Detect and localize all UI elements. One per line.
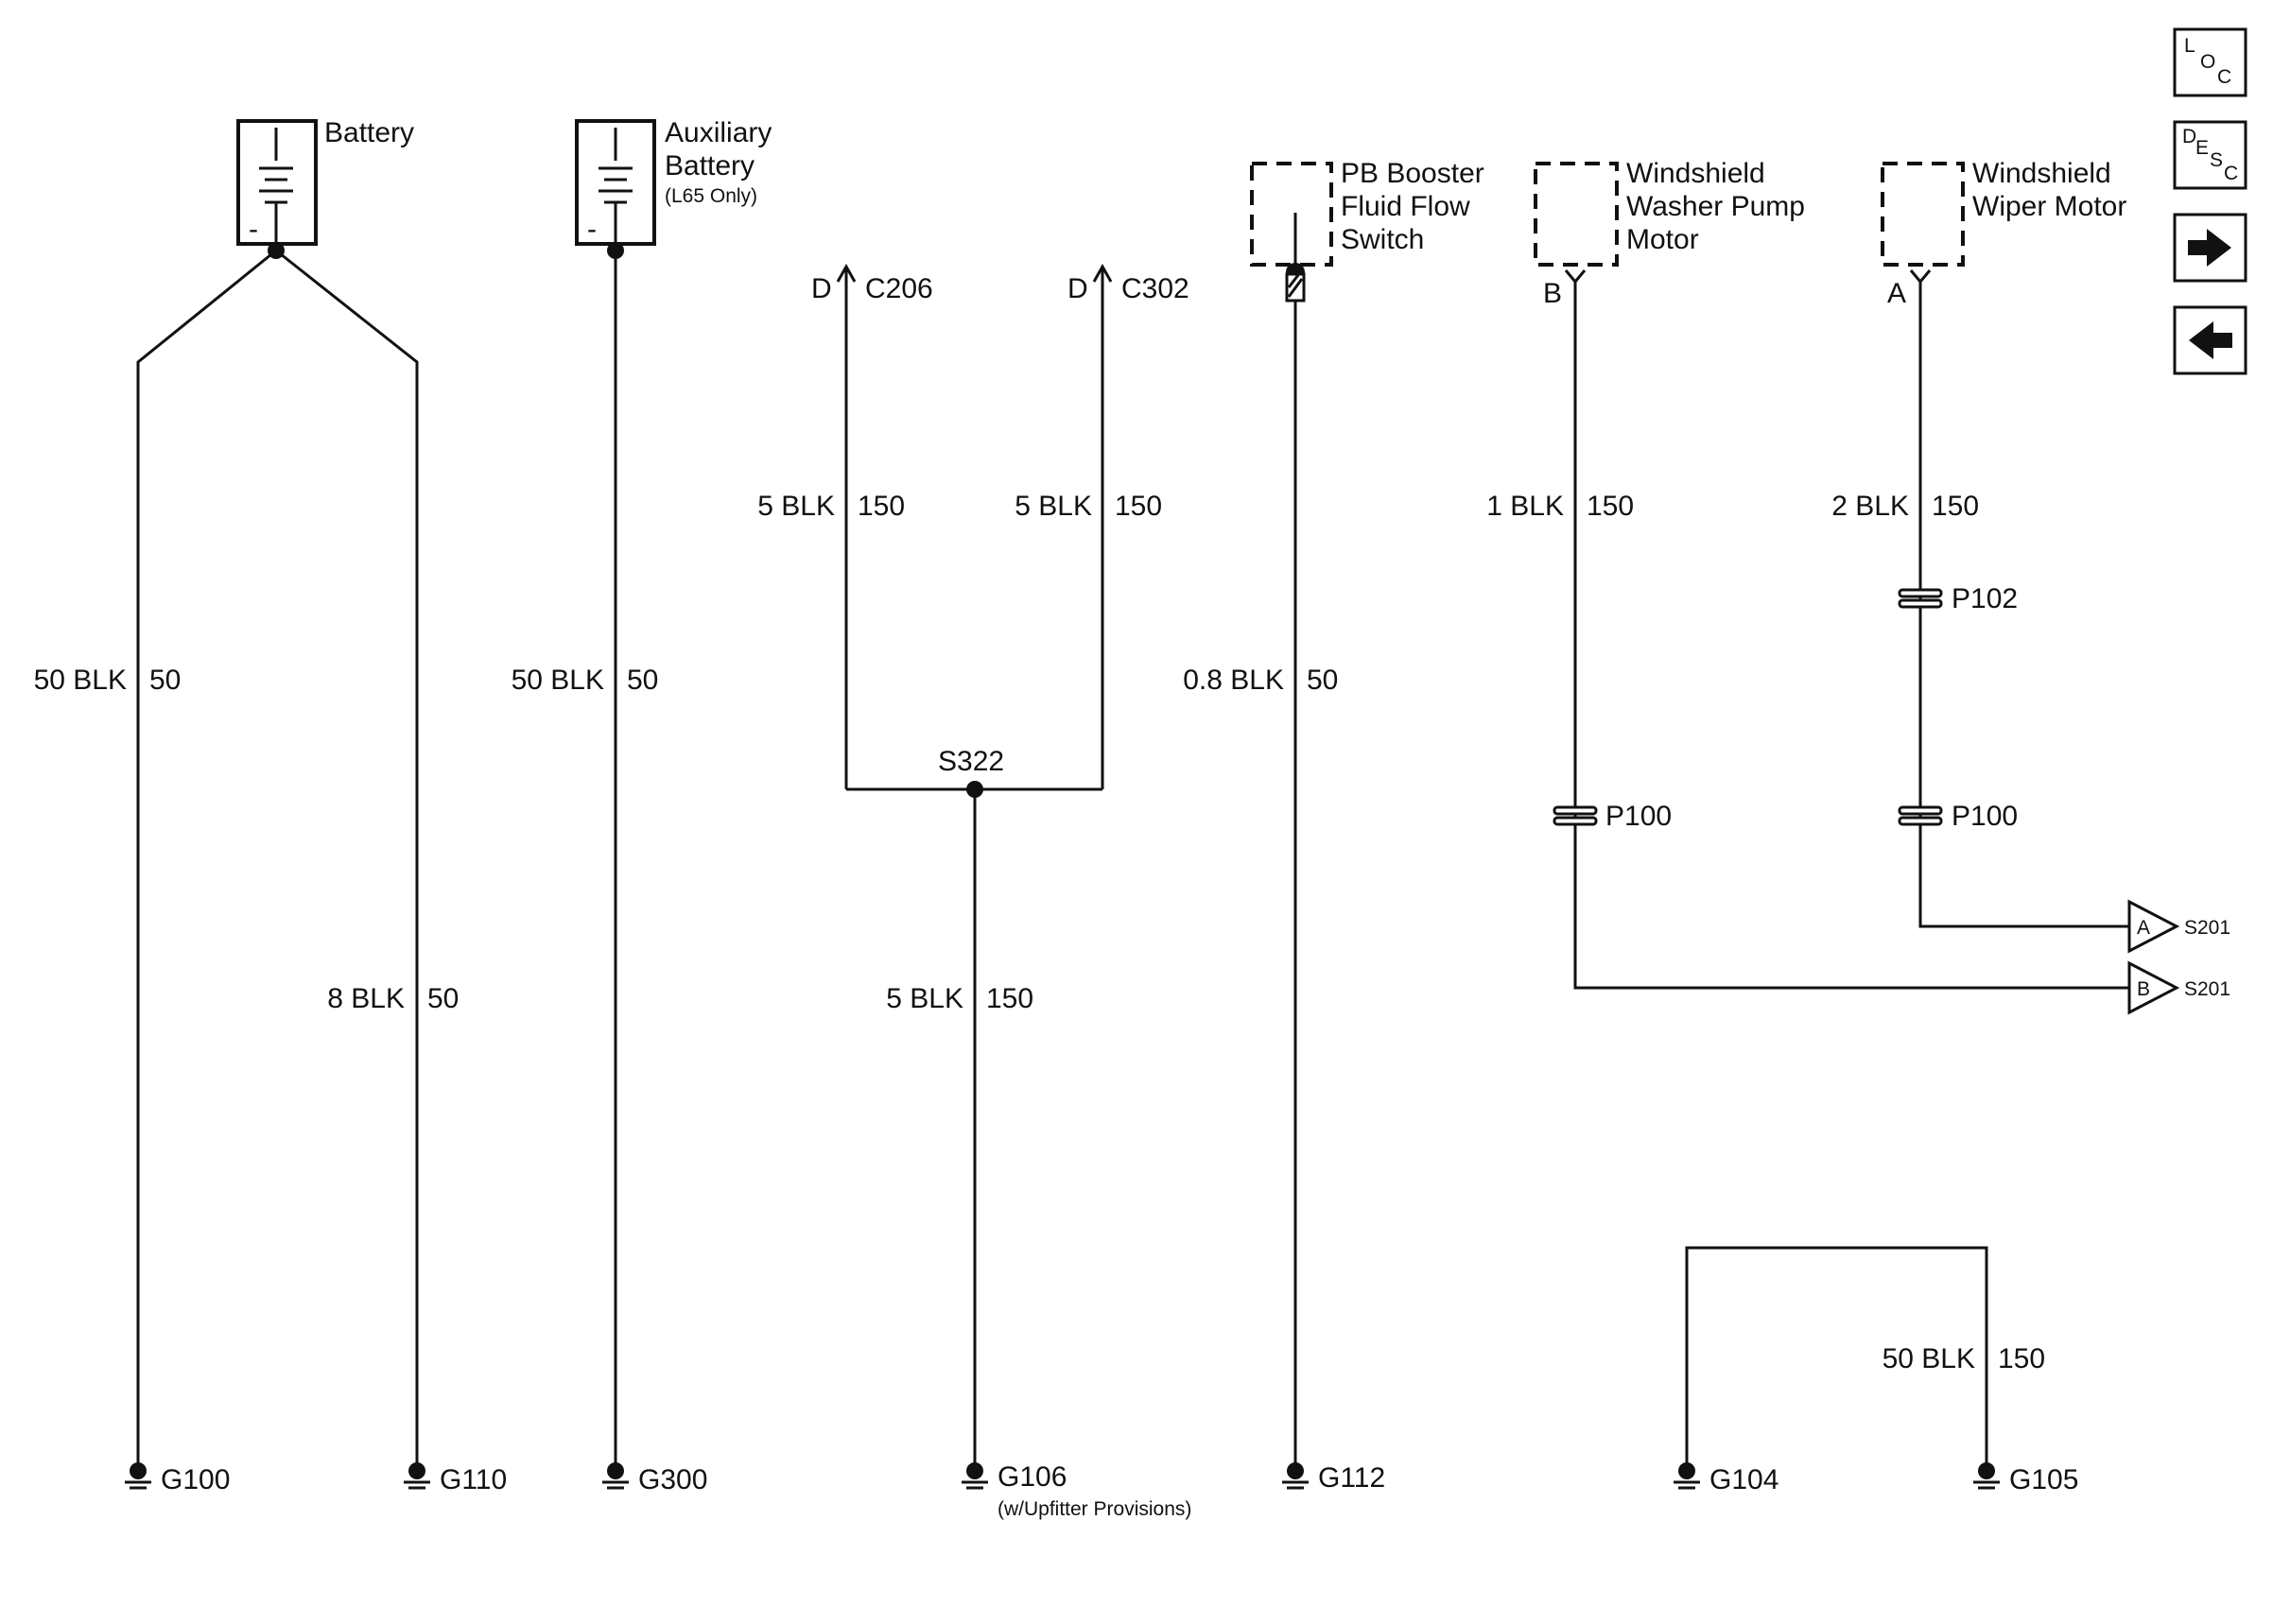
inline-connector-p102: P102 (1898, 583, 2018, 614)
wire-label-circuit: 150 (986, 983, 1033, 1014)
wire-label-circuit: 50 (1307, 665, 1338, 696)
next-page-button[interactable] (2173, 213, 2247, 283)
aux-battery-note: (L65 Only) (665, 185, 757, 207)
windshield-washer-pump-motor: B Windshield Washer Pump Motor (1534, 158, 1805, 309)
ground-g300-label: G300 (638, 1464, 707, 1495)
ground-g300[interactable]: G300 (602, 1462, 707, 1495)
pb-booster-fluid-flow-switch: PB Booster Fluid Flow Switch (1250, 158, 1484, 269)
pb-switch-label-line1: PB Booster (1341, 158, 1484, 189)
wire-label-circuit: 50 (427, 983, 459, 1014)
battery-negative-sign: - (249, 214, 258, 245)
inline-connector-p100-wiper-label: P100 (1952, 801, 2018, 832)
ground-g106-note: (w/Upfitter Provisions) (998, 1498, 1191, 1520)
loc-letter-o: O (2200, 51, 2215, 73)
ground-g100[interactable]: G100 (125, 1462, 230, 1495)
wire-label-spec: 50 BLK (34, 665, 127, 696)
battery-label: Battery (324, 117, 414, 148)
offpage-a-letter: A (2137, 917, 2150, 939)
wire-label-circuit: 150 (858, 491, 905, 522)
inline-connector-p100-wiper: P100 (1898, 801, 2018, 832)
washer-label-line2: Washer Pump (1626, 191, 1805, 222)
offpage-a-label: S201 (2184, 917, 2230, 939)
previous-page-button[interactable] (2173, 305, 2247, 375)
left-arrow-icon (2189, 321, 2232, 359)
wiper-pin-label: A (1887, 278, 1906, 309)
wire-label-circuit: 50 (149, 665, 181, 696)
battery: - Battery (236, 117, 414, 248)
wire-label-spec: 2 BLK (1831, 491, 1909, 522)
splice-s322-label: S322 (938, 746, 1004, 777)
loc-letter-c: C (2217, 66, 2231, 88)
desc-letter-s: S (2210, 149, 2223, 171)
ground-g105[interactable]: G105 (1973, 1462, 2078, 1495)
aux-battery-negative-sign: - (587, 214, 597, 245)
ground-g100-label: G100 (161, 1464, 230, 1495)
inline-connector-p100-washer: P100 (1553, 801, 1672, 832)
offpage-b-label: S201 (2184, 978, 2230, 1000)
offpage-b-letter: B (2137, 978, 2150, 1000)
wire-battery-g100 (136, 249, 277, 1463)
ground-g105-label: G105 (2009, 1464, 2078, 1495)
washer-label-line3: Motor (1626, 224, 1699, 255)
wiper-label-line2: Wiper Motor (1972, 191, 2126, 222)
ground-g110[interactable]: G110 (404, 1462, 507, 1495)
wire-label-spec: 1 BLK (1486, 491, 1564, 522)
desc-letter-e: E (2195, 137, 2209, 159)
connector-c206-pin: D (811, 273, 832, 304)
wire-label-spec: 5 BLK (1015, 491, 1092, 522)
ground-g112-label: G112 (1318, 1462, 1385, 1494)
eyelet-hatch (1287, 278, 1304, 298)
wire-label-circuit: 150 (1115, 491, 1162, 522)
wire-label-circuit: 150 (1587, 491, 1634, 522)
ground-g106-label: G106 (998, 1461, 1067, 1493)
description-button[interactable]: D E S C (2173, 120, 2247, 190)
wire-washer-s201b (1573, 282, 2137, 990)
wire-label-spec: 5 BLK (757, 491, 835, 522)
ground-g112[interactable]: G112 (1282, 1462, 1385, 1494)
washer-pin-label: B (1543, 278, 1562, 309)
right-arrow-icon (2188, 229, 2231, 267)
wire-label-spec: 50 BLK (1883, 1343, 1975, 1374)
aux-battery-label-line1: Auxiliary (665, 117, 772, 148)
wire-label-circuit: 50 (627, 665, 658, 696)
desc-letter-d: D (2182, 126, 2196, 147)
aux-battery-label-line2: Battery (665, 150, 755, 181)
wire-g104-g105 (1685, 1246, 1988, 1463)
ground-g106[interactable]: G106 (w/Upfitter Provisions) (962, 1461, 1191, 1520)
pb-switch-label-line3: Switch (1341, 224, 1424, 255)
connector-c206-label: C206 (865, 273, 933, 304)
offpage-connector-s201-a[interactable]: A S201 (2127, 899, 2230, 954)
wire-battery-g110 (275, 249, 419, 1463)
pb-switch-label-line2: Fluid Flow (1341, 191, 1470, 222)
wiper-label-line1: Windshield (1972, 158, 2111, 189)
location-button[interactable]: L O C (2173, 27, 2247, 97)
wire-label-spec: 50 BLK (512, 665, 604, 696)
wire-label-circuit: 150 (1998, 1343, 2045, 1374)
wire-labels: 50 BLK 50 8 BLK 50 50 BLK 50 5 BLK 150 5… (34, 491, 2045, 1374)
wire-label-spec: 8 BLK (327, 983, 405, 1014)
wire-label-spec: 5 BLK (886, 983, 963, 1014)
ground-g110-label: G110 (440, 1464, 507, 1495)
wire-label-circuit: 150 (1932, 491, 1979, 522)
inline-connector-p100-washer-label: P100 (1605, 801, 1672, 832)
eyelet-hatch (1287, 274, 1300, 288)
ground-g104-label: G104 (1709, 1464, 1778, 1495)
connector-c206: D C206 (811, 263, 933, 789)
inline-connector-p102-label: P102 (1952, 583, 2018, 614)
auxiliary-battery: - Auxiliary Battery (L65 Only) (575, 117, 772, 248)
ground-g104[interactable]: G104 (1674, 1462, 1778, 1495)
washer-label-line1: Windshield (1626, 158, 1765, 189)
desc-letter-c: C (2224, 163, 2238, 184)
loc-letter-l: L (2184, 35, 2195, 57)
offpage-connector-s201-b[interactable]: B S201 (2127, 960, 2230, 1015)
connector-c302-pin: D (1067, 273, 1088, 304)
wire-label-spec: 0.8 BLK (1183, 665, 1284, 696)
connector-c302-label: C302 (1121, 273, 1189, 304)
wire-wiper-s201a (1918, 282, 2137, 928)
connector-c302: D C302 (1067, 263, 1189, 789)
